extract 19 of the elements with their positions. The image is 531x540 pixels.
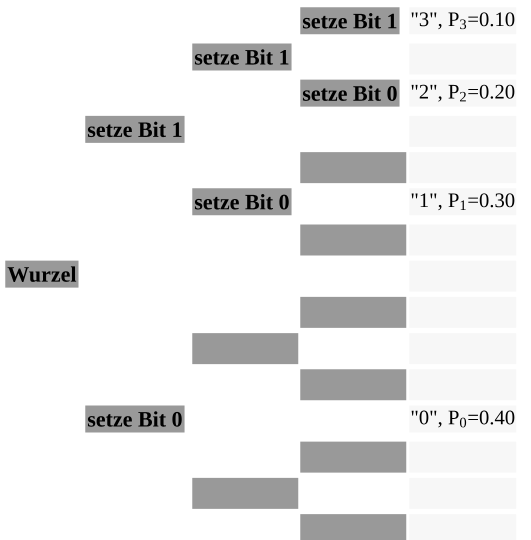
tree-node-box: setze Bit 0 <box>300 80 400 107</box>
leaf-cell: "3", P$_{3}$=0.10 <box>409 7 516 34</box>
tree-node-box <box>300 369 406 400</box>
tree-node-box: setze Bit 1 <box>300 7 400 34</box>
tree-node-box <box>300 514 406 540</box>
tree-node-box <box>300 296 406 328</box>
tree-node-box <box>300 224 406 256</box>
tree-node-box <box>192 478 298 509</box>
leaf-cell: "1", P$_{1}$=0.30 <box>409 188 516 216</box>
tree-node-box: setze Bit 0 <box>192 188 292 216</box>
tree-node-box <box>300 152 406 184</box>
tree-node-box <box>300 442 406 473</box>
tree-node-box <box>192 333 298 364</box>
leaf-cell: "2", P$_{2}$=0.20 <box>409 80 516 107</box>
tree-node-box: setze Bit 1 <box>192 43 292 70</box>
leaf-cell: "0", P$_{0}$=0.40 <box>409 405 516 432</box>
tree-node-box: Wurzel <box>5 260 78 288</box>
tree-node-box: setze Bit 1 <box>85 116 185 143</box>
tree-node-box: setze Bit 0 <box>85 405 185 432</box>
